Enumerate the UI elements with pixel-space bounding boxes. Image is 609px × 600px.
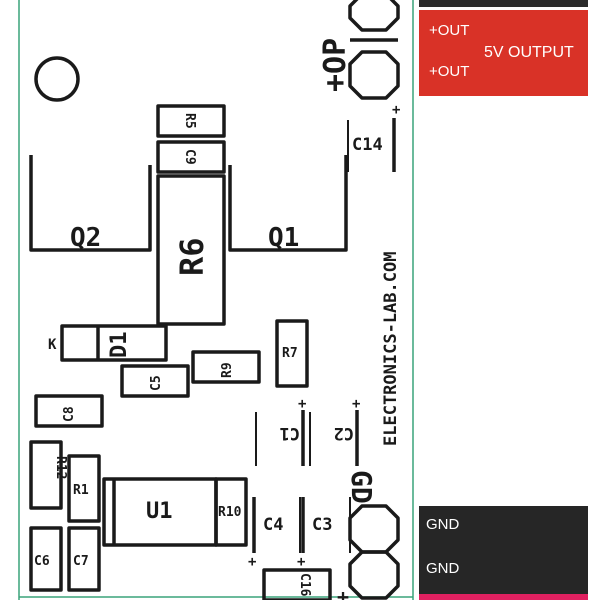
output-header: +OP: [318, 0, 400, 100]
component-c14: + C14: [347, 102, 400, 172]
gnd-header-label: GD: [345, 470, 378, 504]
component-r10: R10: [214, 477, 248, 547]
component-r5: R5: [156, 104, 226, 138]
svg-text:+: +: [352, 396, 360, 412]
svg-text:R12: R12: [53, 456, 68, 479]
svg-text:C8: C8: [62, 406, 77, 422]
svg-text:R9: R9: [220, 362, 235, 378]
component-r6: R6: [156, 174, 226, 326]
component-r12: R12: [29, 440, 68, 510]
component-c5: C5: [120, 364, 190, 398]
output-pin-2-label: +OUT: [429, 63, 470, 80]
svg-text:Q1: Q1: [268, 223, 299, 253]
svg-text:C7: C7: [73, 554, 89, 569]
svg-text:C1: C1: [280, 423, 300, 443]
component-r7: R7: [275, 319, 309, 388]
svg-text:C3: C3: [312, 515, 332, 535]
output-panel: +OUT 5V OUTPUT +OUT: [419, 10, 588, 96]
component-r9: R9: [191, 350, 261, 384]
svg-text:R7: R7: [282, 346, 298, 361]
svg-text:C14: C14: [352, 135, 383, 155]
svg-text:C16: C16: [297, 573, 312, 597]
component-c1: + C1: [255, 396, 306, 466]
component-c8: C8: [34, 394, 104, 428]
component-c9: C9: [156, 140, 226, 174]
svg-text:K: K: [48, 337, 57, 353]
component-c3: + C3: [297, 497, 351, 570]
svg-text:+: +: [392, 102, 400, 118]
output-title: 5V OUTPUT: [484, 44, 574, 61]
component-q2: Q2: [29, 155, 152, 253]
svg-text:U1: U1: [146, 499, 173, 524]
svg-text:+: +: [337, 585, 349, 600]
svg-text:C5: C5: [149, 375, 164, 391]
component-c16: C16: [262, 568, 332, 600]
gnd-header: GD +: [337, 470, 400, 600]
gnd-pin-2-label: GND: [426, 560, 460, 577]
component-q1: Q1: [228, 155, 348, 253]
component-c2: + C2: [309, 396, 360, 466]
svg-text:+: +: [298, 396, 306, 412]
svg-text:R10: R10: [218, 505, 242, 520]
component-d1: K D1: [48, 324, 168, 362]
top-strip: [419, 0, 588, 7]
mounting-hole: [34, 56, 80, 102]
svg-text:R1: R1: [73, 483, 89, 498]
gnd-panel: GND GND: [419, 506, 588, 594]
component-u1: U1: [102, 477, 218, 547]
component-c6: C6: [29, 526, 63, 592]
svg-text:C6: C6: [34, 554, 50, 569]
svg-text:Q2: Q2: [70, 223, 101, 253]
svg-text:+: +: [248, 554, 256, 570]
svg-text:D1: D1: [107, 332, 132, 359]
svg-text:C9: C9: [182, 149, 197, 165]
gnd-pin-1-label: GND: [426, 516, 460, 533]
svg-text:+: +: [297, 554, 305, 570]
component-r1: R1: [67, 454, 101, 523]
svg-text:C4: C4: [263, 515, 283, 535]
output-pin-1-label: +OUT: [429, 22, 470, 39]
component-c4: + C4: [248, 497, 301, 570]
svg-text:C2: C2: [334, 423, 354, 443]
svg-text:R5: R5: [182, 113, 197, 129]
svg-text:R6: R6: [173, 237, 211, 276]
bottom-strip: [419, 594, 588, 600]
output-header-label: +OP: [318, 38, 353, 92]
brand-text: ELECTRONICS-LAB.COM: [381, 252, 401, 446]
component-c7: C7: [67, 526, 101, 592]
